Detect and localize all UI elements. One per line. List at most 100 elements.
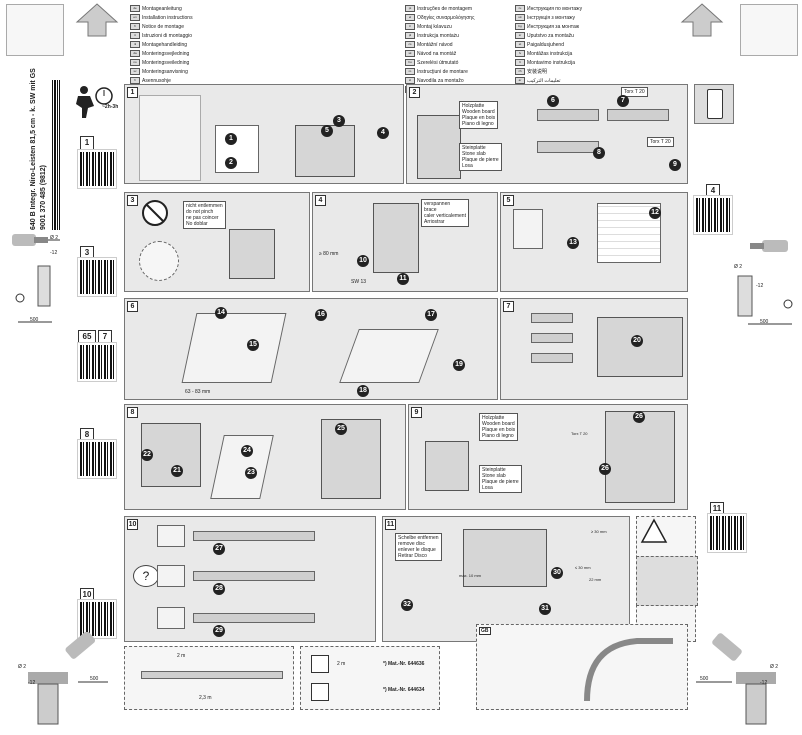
callout-27: 27 [213, 543, 225, 555]
step-panel-9: 9 Holzplatte Wooden board Plaque en bois… [408, 404, 688, 510]
flag-icon: hu [405, 59, 415, 66]
smartphone-icon [694, 84, 734, 124]
bracket-part [531, 313, 573, 323]
detail-circle [139, 241, 179, 281]
callout-3: 3 [333, 115, 345, 127]
flag-icon: ro [405, 68, 415, 75]
callout-29: 29 [213, 625, 225, 637]
language-title: Notice de montage [142, 23, 184, 30]
step-number: 10 [127, 519, 138, 530]
qr-code[interactable] [77, 599, 117, 639]
drill-diameter-br: Ø 2 [770, 664, 779, 670]
qr-code[interactable] [707, 513, 747, 553]
trim-strip [193, 531, 315, 541]
qr-code[interactable] [77, 257, 117, 297]
drill-depth-br: -12 [760, 680, 768, 686]
profile-option [157, 607, 185, 629]
worktop-part [607, 109, 669, 121]
dimension-a: ≥ 30 mm [591, 529, 607, 534]
hose-length: 2 m [177, 653, 186, 659]
callout-17: 17 [425, 309, 437, 321]
language-title: Monteringsanvisning [142, 68, 188, 75]
drill-diagram-right [737, 240, 793, 325]
step-number: 1 [127, 87, 138, 98]
warning-icon [640, 518, 668, 543]
callout-31: 31 [539, 603, 551, 615]
callout-26: 26 [633, 411, 645, 423]
flag-icon: sk [405, 50, 415, 57]
socket-icon [311, 655, 329, 673]
qr-code[interactable] [77, 342, 117, 382]
qr-code[interactable] [77, 439, 117, 479]
stone-slab-label: Steinplatte Stone slab Plaque de pierre … [479, 465, 522, 493]
dishwasher-illustration [229, 229, 275, 279]
dishwasher-open [321, 419, 381, 499]
trim-strip [193, 613, 315, 623]
arrow-up-icon [680, 3, 724, 37]
step-number: 2 [409, 87, 420, 98]
corner-tl-sketch [6, 4, 64, 56]
step-number: 5 [503, 195, 514, 206]
language-title: Installation instructions [142, 14, 193, 21]
callout-14: 14 [215, 307, 227, 319]
drill-depth-bl: -12 [28, 680, 36, 686]
language-title: Instruções de montagem [417, 5, 473, 12]
callout-6: 6 [547, 95, 559, 107]
language-title: Инструкция по монтажу [527, 5, 583, 12]
torx-label: Torx T 20 [571, 431, 588, 436]
step-number: 9 [411, 407, 422, 418]
flag-icon: sv [130, 68, 140, 75]
side-panel [513, 209, 543, 249]
product-number: 9001 370 485 (9812) [40, 165, 47, 230]
callout-32: 32 [401, 599, 413, 611]
distance-br: 500 [700, 676, 709, 682]
callout-1: 1 [225, 133, 237, 145]
appliance-top [373, 203, 419, 273]
language-title: Montagehandleiding [142, 41, 188, 48]
appliance-side-sketch [636, 556, 698, 606]
callout-23: 23 [245, 467, 257, 479]
hose-diagram: 2 m 2,3 m [124, 646, 294, 710]
door-panel-diagram [181, 313, 287, 383]
language-title: Paigaldusjuhend [527, 41, 564, 48]
qr-code[interactable] [693, 195, 733, 235]
callout-15: 15 [247, 339, 259, 351]
callout-19: 19 [453, 359, 465, 371]
drill-depth-right: -12 [756, 283, 764, 289]
step-number: 11 [385, 519, 396, 530]
flag-icon: ar [515, 77, 525, 84]
step-panel-5: 5 12 13 [500, 192, 688, 292]
mat-number-1: *) Mat.-Nr. 644636 [383, 661, 425, 667]
drill-depth-left: -12 [50, 250, 58, 256]
diagram-label: GB [479, 627, 491, 635]
step-panel-3: 3 nicht entlemmen do not pinch ne pas co… [124, 192, 310, 292]
product-code: 640 B Integr. Niro-Leisten 81,5 cm - k. … [30, 68, 37, 230]
flag-icon: tr [405, 23, 415, 30]
qr-label-65: 65 [78, 330, 96, 344]
flag-icon: lt [515, 59, 525, 66]
dishwasher-door [215, 125, 259, 173]
step-panel-10: 10 ? 27 28 29 [124, 516, 376, 642]
callout-11: 11 [397, 273, 409, 285]
language-title: Istruzioni di montaggio [142, 32, 193, 39]
language-title: Οδηγίες συναρμολόγησης [417, 14, 475, 21]
qr-code[interactable] [77, 149, 117, 189]
callout-9: 9 [669, 159, 681, 171]
drill-diagram-left [12, 234, 60, 323]
language-title: Montaj kılavuzu [417, 23, 452, 30]
language-title: Montavimo instrukcija [527, 59, 576, 66]
bracket-part [531, 353, 573, 363]
flag-icon: it [130, 32, 140, 39]
cable-length: 2 m [337, 661, 346, 667]
